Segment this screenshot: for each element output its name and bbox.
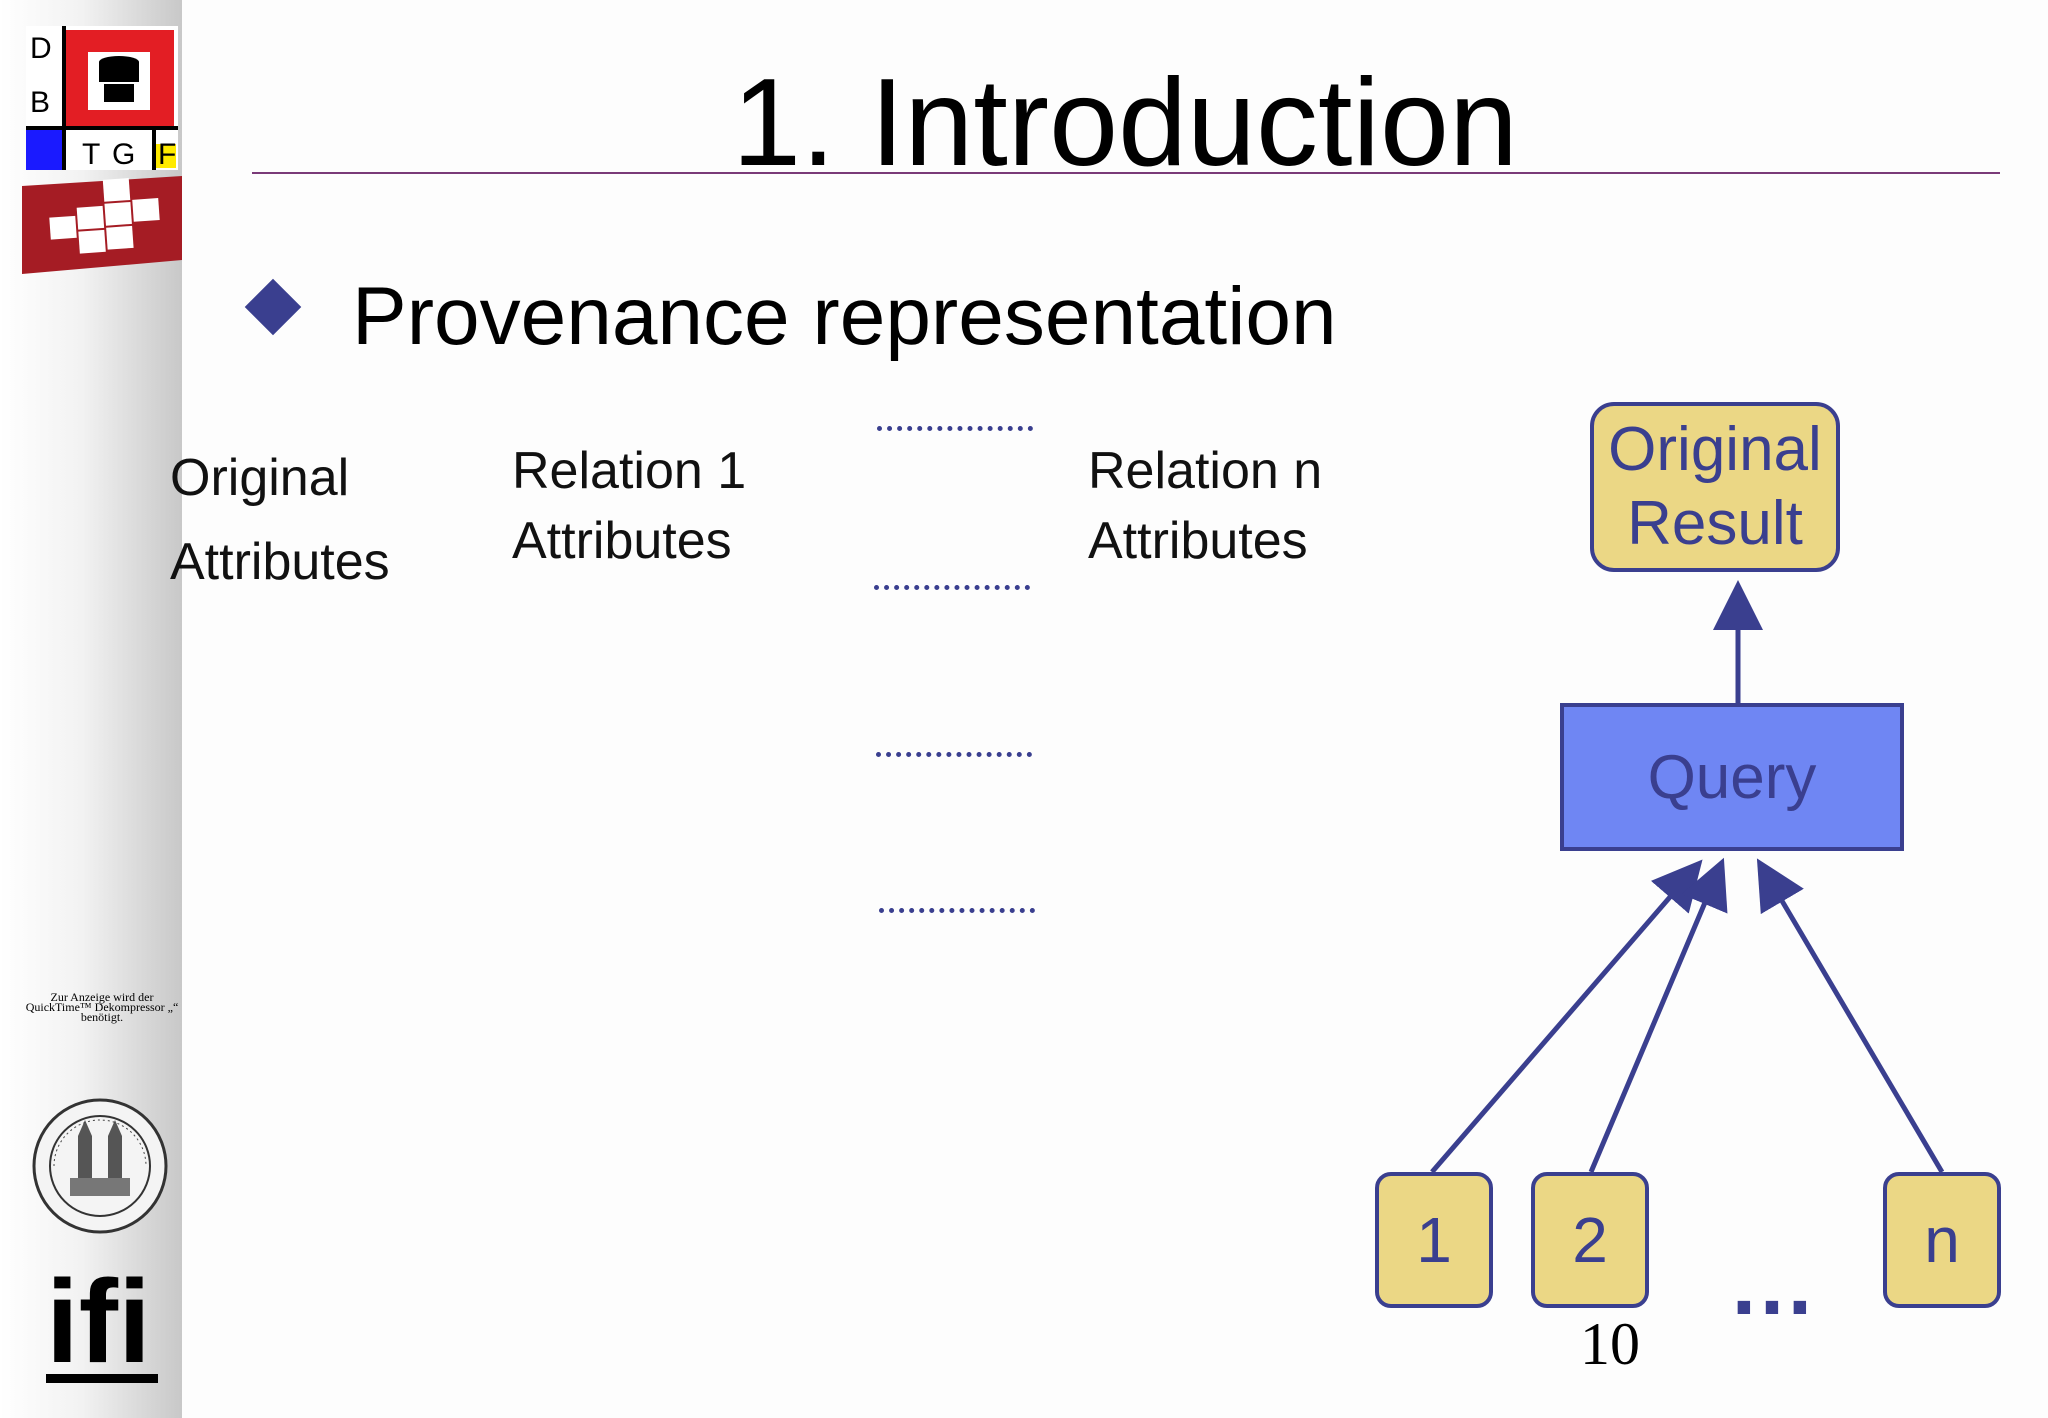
dbtg-logo: D B T G F bbox=[26, 26, 178, 170]
input-box-n: n bbox=[1883, 1172, 2001, 1308]
query-label: Query bbox=[1647, 742, 1817, 812]
ifi-logo: ifi bbox=[46, 1256, 158, 1386]
original-result-line-2: Result bbox=[1627, 489, 1803, 558]
original-attributes-line-2: Attributes bbox=[170, 533, 390, 591]
quicktime-placeholder-note: Zur Anzeige wird der QuickTime™ Dekompre… bbox=[25, 990, 179, 1024]
slide-title: 1. Introduction bbox=[732, 54, 1518, 192]
input-1-arrow bbox=[1430, 859, 1703, 1174]
original-attributes-line-1: Original bbox=[170, 449, 350, 507]
input-box-1-label: 1 bbox=[1416, 1204, 1452, 1276]
input-box-1: 1 bbox=[1375, 1172, 1493, 1308]
dotted-separator bbox=[879, 908, 1035, 913]
input-n-arrow bbox=[1756, 858, 1945, 1174]
title-divider bbox=[252, 172, 2000, 174]
logo-letter-b: B bbox=[30, 86, 50, 119]
relation-n-attributes-label: Relation n Attributes bbox=[1088, 436, 1322, 576]
relation-n-line-1: Relation n bbox=[1088, 442, 1323, 500]
input-ellipsis: … bbox=[1728, 1234, 1818, 1333]
original-attributes-label: Original Attributes bbox=[170, 436, 390, 604]
dotted-separator bbox=[877, 426, 1033, 431]
relation-1-line-2: Attributes bbox=[512, 512, 732, 570]
page-number: 10 bbox=[1580, 1311, 1640, 1377]
logo-letter-f: F bbox=[158, 138, 176, 170]
university-seal-icon bbox=[32, 1098, 168, 1234]
input-box-2-label: 2 bbox=[1572, 1204, 1608, 1276]
dotted-separator bbox=[874, 585, 1030, 590]
relation-n-line-2: Attributes bbox=[1088, 512, 1308, 570]
bullet-text: Provenance representation bbox=[352, 271, 1337, 362]
relation-1-attributes-label: Relation 1 Attributes bbox=[512, 436, 746, 576]
input-box-n-label: n bbox=[1924, 1204, 1960, 1276]
logo-letter-d: D bbox=[30, 32, 52, 65]
logo-letter-g: G bbox=[112, 138, 135, 170]
ifi-logo-text: ifi bbox=[46, 1256, 151, 1386]
logo-letter-t: T bbox=[82, 138, 100, 170]
crossword-logo bbox=[22, 176, 182, 274]
original-result-box: Original Result bbox=[1590, 402, 1840, 572]
relation-1-line-1: Relation 1 bbox=[512, 442, 747, 500]
input-2-arrow bbox=[1588, 857, 1728, 1173]
dotted-separator bbox=[876, 752, 1032, 757]
original-result-line-1: Original bbox=[1608, 415, 1822, 484]
query-box: Query bbox=[1560, 703, 1904, 851]
input-box-2: 2 bbox=[1531, 1172, 1649, 1308]
